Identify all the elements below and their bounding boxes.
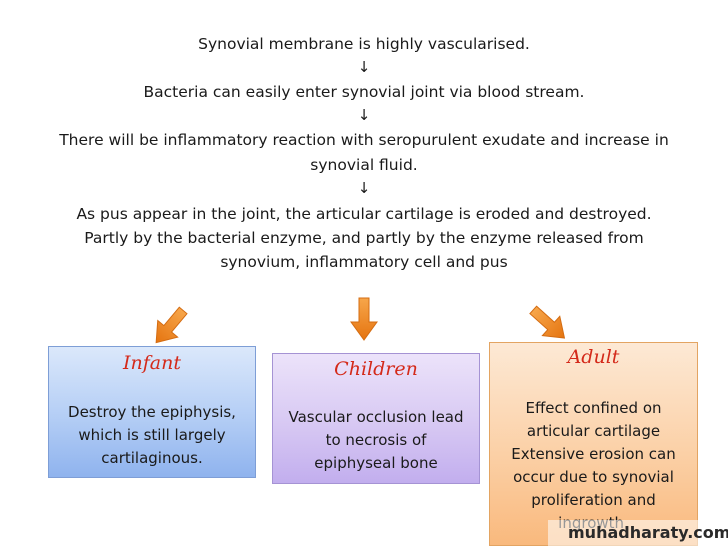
flow-step-3-line-1: There will be inflammatory reaction with… (59, 131, 669, 149)
flow-step-4-line-1: As pus appear in the joint, the articula… (76, 205, 652, 223)
flow-step-4-line-3: synovium, inflammatory cell and pus (220, 253, 508, 271)
adult-line: Effect confined on (525, 399, 662, 417)
flow-step-4-line-2: Partly by the bacterial enzyme, and part… (84, 229, 644, 247)
children-title: Children (334, 358, 418, 380)
infant-title: Infant (123, 352, 181, 374)
down-arrow-icon: ↓ (357, 58, 371, 76)
adult-line: articular cartilage (526, 422, 661, 440)
adult-box: Adult Effect confined on articular carti… (489, 342, 698, 546)
adult-line: Extensive erosion can (511, 445, 676, 463)
children-box: Children Vascular occlusion lead to necr… (272, 353, 480, 484)
flow-step-2: Bacteria can easily enter synovial joint… (143, 83, 585, 101)
infant-line: Destroy the epiphysis, (68, 403, 236, 421)
adult-line: occur due to synovial (513, 468, 674, 486)
infant-box: Infant Destroy the epiphysis, which is s… (48, 346, 256, 478)
infant-line: cartilaginous. (101, 449, 203, 467)
arrow-center-icon (350, 297, 378, 341)
children-line: epiphyseal bone (314, 454, 438, 472)
adult-title: Adult (567, 346, 620, 368)
adult-line: proliferation and (531, 491, 656, 509)
infant-description: Destroy the epiphysis, which is still la… (55, 401, 249, 470)
infant-line: which is still largely (78, 426, 226, 444)
watermark: muhadharaty.com (548, 520, 728, 546)
arrow-left-icon (145, 301, 194, 352)
children-line: Vascular occlusion lead (288, 408, 464, 426)
flow-step-3-line-2: synovial fluid. (310, 156, 418, 174)
adult-description: Effect confined on articular cartilage E… (496, 397, 691, 535)
arrow-right-icon (524, 299, 574, 349)
children-line: to necrosis of (325, 431, 427, 449)
children-description: Vascular occlusion lead to necrosis of e… (279, 406, 473, 475)
down-arrow-icon: ↓ (357, 179, 371, 197)
flow-step-1: Synovial membrane is highly vascularised… (198, 35, 530, 53)
down-arrow-icon: ↓ (357, 106, 371, 124)
